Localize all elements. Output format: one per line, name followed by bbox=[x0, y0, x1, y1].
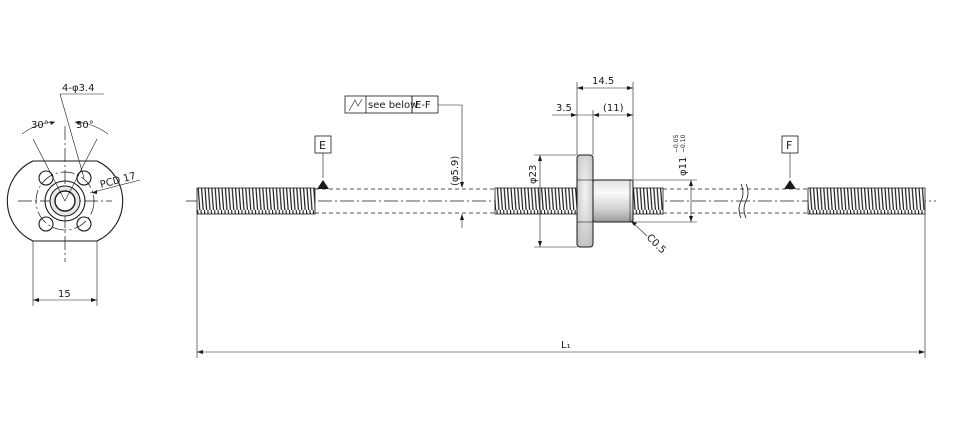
nut-body bbox=[592, 179, 634, 223]
end-view: 30° 30° 4-φ3.4 PCD 17 15 bbox=[6, 83, 141, 306]
break-mark-2 bbox=[743, 183, 749, 219]
marker-f-label: F bbox=[786, 139, 792, 152]
section-note-text: see below bbox=[368, 100, 418, 111]
pcd-leader bbox=[89, 179, 141, 194]
marker-f-triangle bbox=[784, 180, 796, 189]
section-note-ref-box bbox=[411, 95, 439, 114]
pcd-arrow bbox=[92, 190, 97, 194]
width-arrow-right bbox=[91, 298, 97, 302]
nut-length-label: 14.5 bbox=[592, 76, 614, 87]
nut-tol-lower: −0.10 bbox=[680, 134, 687, 153]
chamfer-label: C0.5 bbox=[644, 232, 668, 256]
section-note-arrow bbox=[460, 182, 464, 188]
thread-mid-right bbox=[632, 187, 664, 215]
thread-mid-left bbox=[494, 187, 580, 215]
nut-dia-arrow-t bbox=[689, 180, 693, 186]
shaft-diameter-label: (φ5.9) bbox=[450, 156, 461, 186]
nut-body-length-label: (11) bbox=[603, 103, 624, 114]
width-label: 15 bbox=[58, 289, 71, 300]
overall-arrow-right bbox=[919, 350, 925, 354]
angle-left-label: 30° bbox=[31, 120, 49, 131]
hole-spec-label: 4-φ3.4 bbox=[62, 83, 94, 94]
angle-line-left bbox=[32, 138, 66, 202]
mounting-hole-3 bbox=[38, 216, 54, 232]
flange-arrow-l bbox=[571, 113, 577, 117]
section-note-ref: E-F bbox=[415, 100, 431, 111]
break-mark-1 bbox=[738, 183, 744, 219]
chamfer-arrow bbox=[631, 221, 637, 226]
thread-right bbox=[807, 187, 926, 215]
overall-length-label: L₁ bbox=[561, 340, 571, 351]
flange-dia-arrow-b bbox=[538, 241, 542, 247]
nut-outer-circle bbox=[44, 180, 86, 222]
marker-e-label: E bbox=[319, 139, 326, 152]
body-arrow-r bbox=[627, 113, 633, 117]
width-arrow-left bbox=[33, 298, 39, 302]
thread-left bbox=[196, 187, 316, 215]
nut-length-arrow-l bbox=[577, 86, 583, 90]
hole-spec-leader bbox=[59, 93, 85, 179]
angle-arrow-left bbox=[50, 121, 55, 125]
flange-dia-arrow-t bbox=[538, 155, 542, 161]
overall-arrow-left bbox=[197, 350, 203, 354]
flange-thickness-label: 3.5 bbox=[556, 103, 572, 114]
mounting-hole-4 bbox=[76, 216, 92, 232]
surface-roughness-icon bbox=[348, 98, 363, 112]
angle-line-right bbox=[64, 138, 98, 202]
angle-right-label: 30° bbox=[76, 120, 94, 131]
angle-arrow-right bbox=[75, 121, 80, 125]
nut-diameter-label: φ11 bbox=[678, 157, 689, 176]
side-view: 14.5 3.5 (11) φ23 φ11 −0.05 −0.10 C0.5 bbox=[186, 76, 936, 358]
nut-dia-arrow-b bbox=[689, 216, 693, 222]
flange-arrow-r bbox=[593, 113, 599, 117]
pcd-circle bbox=[35, 171, 95, 231]
nut-tol-upper: −0.05 bbox=[673, 134, 680, 153]
flange-diameter-label: φ23 bbox=[528, 165, 539, 184]
pcd-label: PCD 17 bbox=[99, 171, 137, 191]
nut-flange bbox=[576, 154, 594, 248]
marker-e-triangle bbox=[317, 180, 329, 189]
nut-length-arrow-r bbox=[627, 86, 633, 90]
shaft-dia-arrow bbox=[460, 214, 464, 220]
